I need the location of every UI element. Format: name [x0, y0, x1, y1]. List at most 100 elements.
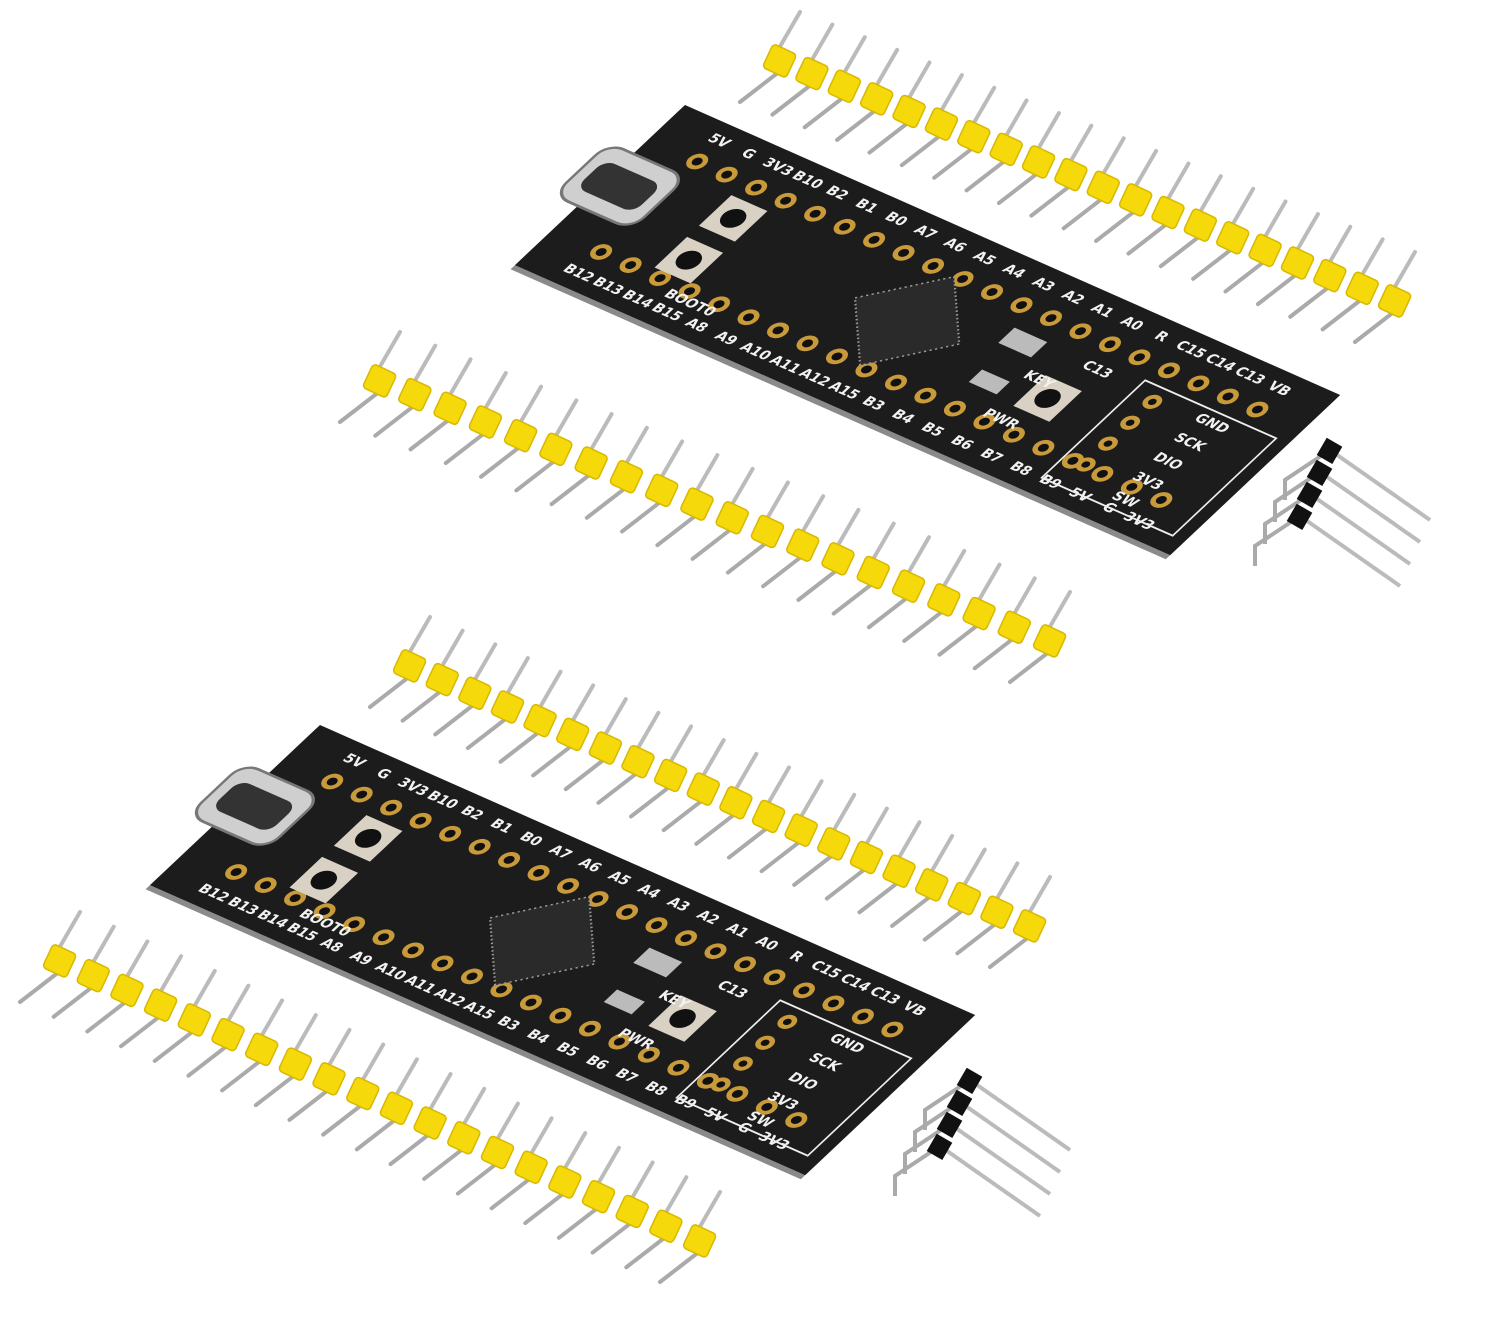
- crystal: [603, 989, 645, 1015]
- pin-label: A6: [574, 856, 604, 876]
- tactile-button-cap: [719, 208, 747, 228]
- header-pin-top: [569, 683, 596, 726]
- header-pin-top: [873, 47, 900, 90]
- header-plastic-block: [177, 1003, 212, 1037]
- header-plastic-block: [556, 717, 590, 752]
- header-pin-top: [471, 642, 498, 685]
- header-pin-top: [325, 1027, 352, 1070]
- hole: [709, 947, 721, 956]
- header-plastic-block: [686, 772, 720, 806]
- hole: [738, 1060, 748, 1067]
- hole: [260, 881, 272, 890]
- header-pin-top: [904, 535, 931, 578]
- header-pin-top: [493, 1101, 520, 1144]
- header-pin-top: [764, 765, 791, 808]
- pin-label: VB: [1263, 379, 1294, 399]
- header-pin-top: [895, 820, 922, 863]
- header-plastic-block: [786, 528, 820, 562]
- header-plastic-block: [644, 473, 679, 508]
- hole: [495, 985, 507, 994]
- header-plastic-block: [762, 44, 797, 78]
- pin-label: B5: [917, 420, 947, 440]
- header-pin-top: [446, 357, 473, 400]
- hole: [721, 170, 733, 179]
- header-pin-top: [1261, 199, 1288, 242]
- header-plastic-block: [827, 69, 862, 103]
- hole: [444, 829, 456, 838]
- header-plastic-block: [947, 881, 982, 916]
- swd-outline: [675, 999, 913, 1157]
- hole: [654, 274, 666, 283]
- header-plastic-block: [514, 1150, 548, 1184]
- header-pin-top: [1229, 186, 1256, 229]
- hole: [230, 868, 242, 876]
- hole: [761, 1103, 773, 1111]
- hole: [1126, 483, 1138, 491]
- swd-pin: [968, 1078, 1072, 1152]
- usb-c-opening: [581, 163, 658, 210]
- pin-label: A0: [1116, 314, 1146, 334]
- header-pin-top: [594, 1145, 621, 1188]
- header-plastic-block: [1280, 246, 1315, 280]
- hole: [415, 816, 427, 825]
- hole: [319, 907, 331, 916]
- swd-pin: [1298, 514, 1402, 588]
- pin-label: A2: [1057, 288, 1087, 308]
- hole: [643, 1050, 655, 1059]
- header-plastic-block: [957, 119, 991, 154]
- header-plastic-block: [1377, 284, 1412, 318]
- hole: [326, 777, 338, 786]
- header-plastic-block: [680, 487, 714, 521]
- hole: [782, 1018, 792, 1026]
- header-plastic-block: [42, 944, 77, 978]
- header-pin-top: [392, 1057, 419, 1100]
- hole: [1074, 327, 1086, 336]
- header-pin-top: [587, 412, 614, 455]
- header-pin-top: [840, 35, 867, 78]
- header-plastic-block: [588, 731, 623, 765]
- hole: [385, 803, 397, 812]
- pin-label: B8: [640, 1079, 670, 1099]
- header-pin-top: [56, 910, 82, 952]
- header-pin-top: [728, 466, 755, 509]
- tactile-button-cap: [669, 1009, 696, 1028]
- header-pin-top: [406, 615, 432, 657]
- header-pin-top: [834, 507, 861, 550]
- hole: [927, 262, 939, 270]
- pin-label: A2: [692, 908, 722, 928]
- header-plastic-block: [609, 459, 644, 494]
- header-plastic-block: [539, 432, 573, 467]
- pin-label: A7: [545, 843, 575, 863]
- header-pin-top: [291, 1013, 318, 1056]
- crystal: [633, 947, 683, 978]
- header-plastic-block: [997, 610, 1032, 644]
- header-plastic-block: [927, 583, 961, 617]
- tactile-button-cap: [354, 828, 382, 848]
- swd-pin-bent: [893, 1144, 942, 1196]
- header-plastic-block: [490, 690, 525, 724]
- pin-label: A1: [722, 921, 752, 941]
- header-plastic-block: [653, 758, 688, 793]
- header-pin-top: [696, 1190, 722, 1232]
- header-plastic-block: [480, 1135, 515, 1170]
- header-plastic-block: [398, 377, 432, 412]
- header-pin-top: [1026, 875, 1052, 917]
- header-plastic-block: [892, 94, 926, 129]
- pin-label: VB: [898, 999, 929, 1019]
- header-pin-top: [1002, 98, 1029, 141]
- header-plastic-block: [882, 854, 916, 888]
- pin-label: B5: [552, 1040, 582, 1060]
- header-pin-top: [928, 833, 955, 876]
- hole: [1222, 392, 1234, 401]
- header-pin-top: [536, 669, 563, 712]
- header-plastic-block: [1032, 624, 1067, 658]
- header-pin-top: [799, 494, 826, 537]
- pin-label: A8: [681, 316, 711, 336]
- header-pin-top: [561, 1131, 588, 1174]
- hole: [436, 959, 449, 968]
- hole: [672, 1063, 684, 1072]
- header-pin-top: [1358, 237, 1385, 280]
- header-plastic-block: [615, 1194, 649, 1229]
- header-pin-top: [797, 779, 824, 822]
